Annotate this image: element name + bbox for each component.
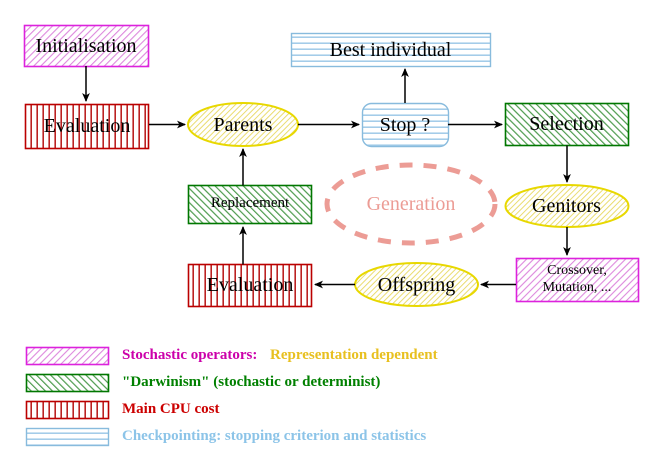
node-crossover-mutation[interactable] <box>515 257 640 303</box>
node-genitors[interactable] <box>504 184 630 228</box>
legend-label-main-cpu-cost: Main CPU cost <box>122 401 220 417</box>
node-generation-boundary <box>324 162 498 246</box>
node-evaluation-top[interactable] <box>24 103 150 150</box>
legend-label-checkpointing: Checkpointing: stopping criterion and st… <box>122 428 427 444</box>
legend-label-stochastic-operators: Stochastic operators: <box>122 347 258 363</box>
legend-label-darwinism: "Darwinism" (stochastic or determinist) <box>122 374 381 390</box>
node-stop[interactable] <box>361 102 450 148</box>
node-evaluation-bottom[interactable] <box>187 263 313 308</box>
legend-swatch-red <box>25 400 110 420</box>
node-best-individual[interactable] <box>290 32 492 68</box>
legend-swatch-green <box>25 373 110 393</box>
node-initialisation[interactable] <box>23 24 150 68</box>
legend-label-representation-dependent: Representation dependent <box>270 347 438 363</box>
node-offspring[interactable] <box>354 262 479 307</box>
node-parents[interactable] <box>187 102 299 147</box>
node-selection[interactable] <box>504 102 630 147</box>
legend-swatch-blue <box>25 427 110 447</box>
legend-swatch-magenta <box>25 346 110 366</box>
node-replacement[interactable] <box>187 184 313 225</box>
